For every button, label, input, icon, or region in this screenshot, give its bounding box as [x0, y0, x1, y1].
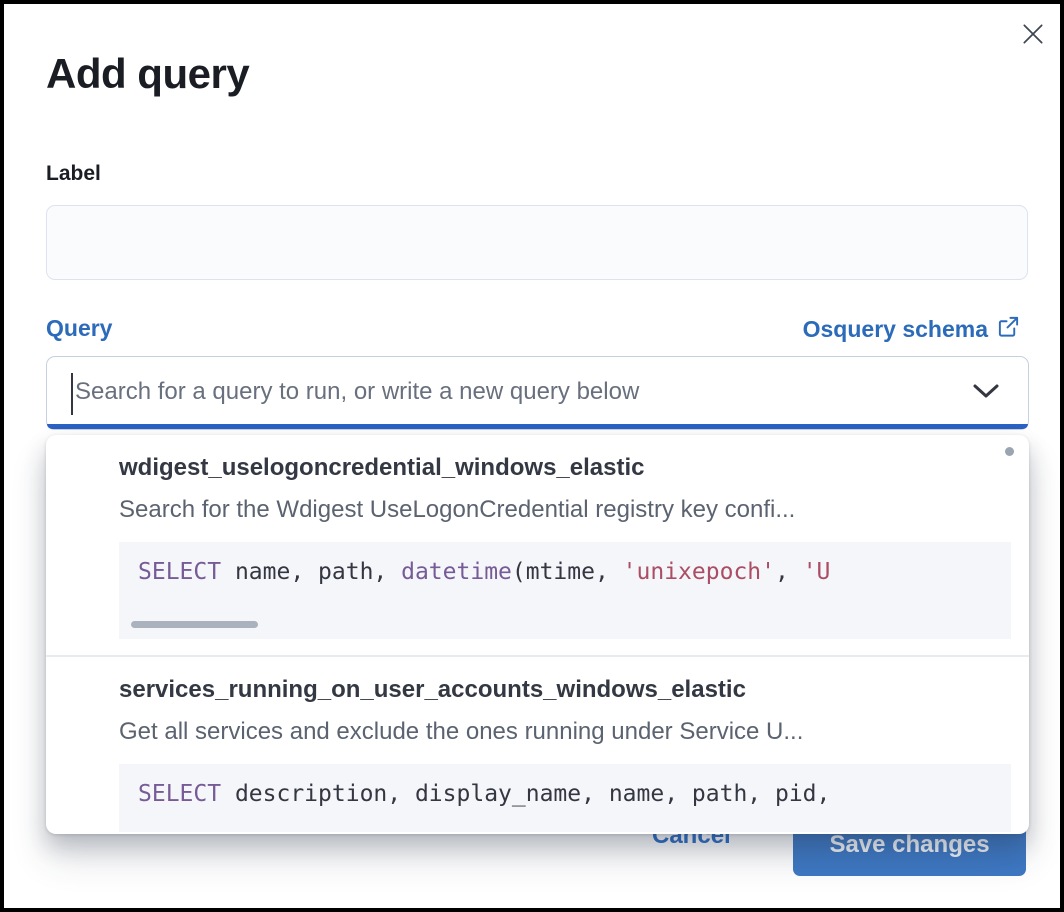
query-option-description: Get all services and exclude the ones ru… [119, 718, 804, 745]
horizontal-scrollbar-thumb[interactable] [131, 621, 258, 628]
label-field-label: Label [46, 162, 101, 185]
query-search-combobox[interactable]: Search for a query to run, or write a ne… [46, 356, 1029, 430]
sql-snippet: SELECT description, display_name, name, … [119, 764, 1011, 832]
text-caret [71, 373, 73, 415]
sql-snippet: SELECT name, path, datetime(mtime, 'unix… [119, 542, 1011, 639]
query-search-placeholder: Search for a query to run, or write a ne… [75, 378, 640, 405]
page-title: Add query [46, 50, 250, 97]
label-input[interactable] [46, 205, 1028, 280]
osquery-schema-link-label: Osquery schema [802, 316, 988, 342]
close-button[interactable] [1014, 16, 1052, 54]
focus-underline [47, 424, 1028, 429]
chevron-down-icon[interactable] [972, 381, 1000, 406]
query-suggestions-dropdown: wdigest_uselogoncredential_windows_elast… [46, 435, 1029, 834]
query-option-wdigest[interactable]: wdigest_uselogoncredential_windows_elast… [46, 435, 1029, 655]
x-icon [1020, 21, 1046, 50]
vertical-scrollbar-thumb[interactable] [1005, 447, 1014, 456]
query-option-services[interactable]: services_running_on_user_accounts_window… [46, 655, 1029, 834]
external-link-icon [997, 315, 1020, 344]
query-option-title: services_running_on_user_accounts_window… [119, 676, 746, 703]
osquery-schema-link[interactable]: Osquery schema [803, 315, 1020, 344]
query-field-label: Query [46, 315, 113, 341]
query-option-description: Search for the Wdigest UseLogonCredentia… [119, 496, 796, 523]
query-option-title: wdigest_uselogoncredential_windows_elast… [119, 454, 645, 481]
